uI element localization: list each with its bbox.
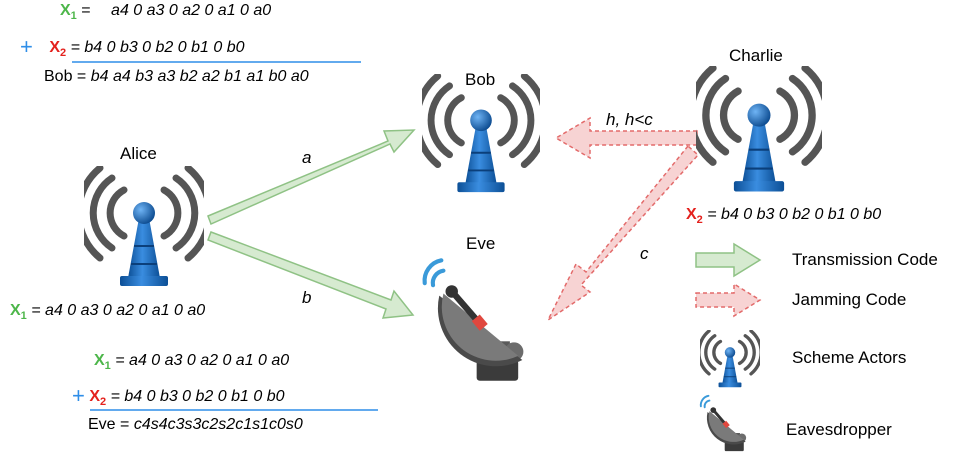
top-x2-equation: + X2 = b4 0 b3 0 b2 0 b1 0 b0 [20,34,245,60]
bottom-x2-rhs: = b4 0 b3 0 b2 0 b1 0 b0 [110,388,285,405]
alice-x1-label: X1 [10,302,27,323]
alice-x1-rhs: = a4 0 a3 0 a2 0 a1 0 a0 [31,302,206,319]
legend-transmission-icon [695,242,762,278]
bob-result-label: Bob = [44,68,87,85]
legend-transmission-label: Transmission Code [792,250,938,269]
bottom-eve-result: Eve = c4s4c3s3c2s2c1s1c0s0 [88,416,303,434]
alice-x1-equation: X1 = a4 0 a3 0 a2 0 a1 0 a0 [10,302,205,322]
eve-result-label: Eve = [88,416,130,433]
top-x1-rhs: a4 0 a3 0 a2 0 a1 0 a0 [111,2,272,19]
eve-result-value: c4s4c3s3c2s2c1s1c0s0 [133,416,303,433]
channel-h-label: h, h<c [606,110,653,129]
channel-b-label: b [302,288,312,307]
bottom-x1-rhs: = a4 0 a3 0 a2 0 a1 0 a0 [115,352,290,369]
charlie-tower-icon [691,68,828,191]
charlie-x2-rhs: = b4 0 b3 0 b2 0 b1 0 b0 [707,206,882,223]
plus-sign: + [20,34,33,59]
legend-jamming-label: Jamming Code [792,290,907,309]
legend-eavesdropper-label: Eavesdropper [786,420,892,439]
legend-eavesdropper-icon [699,394,748,453]
bob-result-value: b4 a4 b3 a3 b2 a2 b1 a1 b0 a0 [90,68,309,85]
top-x1-equation: X1 = a4 0 a3 0 a2 0 a1 0 a0 [60,2,272,23]
top-x2-rhs: = b4 0 b3 0 b2 0 b1 0 b0 [70,39,245,56]
arrow-alice-to-bob [207,129,416,226]
channel-a-label: a [302,148,312,167]
charlie-x2-label: X2 [686,206,703,227]
bottom-x2-label: X2 [89,388,107,409]
legend-actors-label: Scheme Actors [792,348,907,367]
arrow-charlie-to-eve [546,144,700,323]
charlie-x2-equation: X2 = b4 0 b3 0 b2 0 b1 0 b0 [686,206,881,226]
x1-label: X1 [60,2,77,23]
bottom-x1-equation: X1 = a4 0 a3 0 a2 0 a1 0 a0 [94,352,289,372]
eve-dish-icon [425,260,524,380]
alice-tower-icon [79,168,210,286]
bottom-plus-sign: + [72,383,85,408]
arrow-charlie-to-bob [554,116,698,160]
eve-label: Eve [466,234,496,253]
channel-c-label: c [640,244,649,263]
bottom-x2-equation: + X2 = b4 0 b3 0 b2 0 b1 0 b0 [72,383,285,409]
arrow-alice-to-eve [207,231,415,319]
legend-actors-icon [700,330,760,389]
charlie-label: Charlie [729,46,783,65]
bob-label: Bob [465,70,496,89]
alice-label: Alice [120,144,157,163]
top-bob-result: Bob = b4 a4 b3 a3 b2 a2 b1 a1 b0 a0 [44,68,309,86]
bob-tower-icon [417,76,546,192]
x2-label: X2 [49,39,67,60]
bottom-x1-label: X1 [94,352,111,373]
legend-jamming-icon [695,282,762,318]
